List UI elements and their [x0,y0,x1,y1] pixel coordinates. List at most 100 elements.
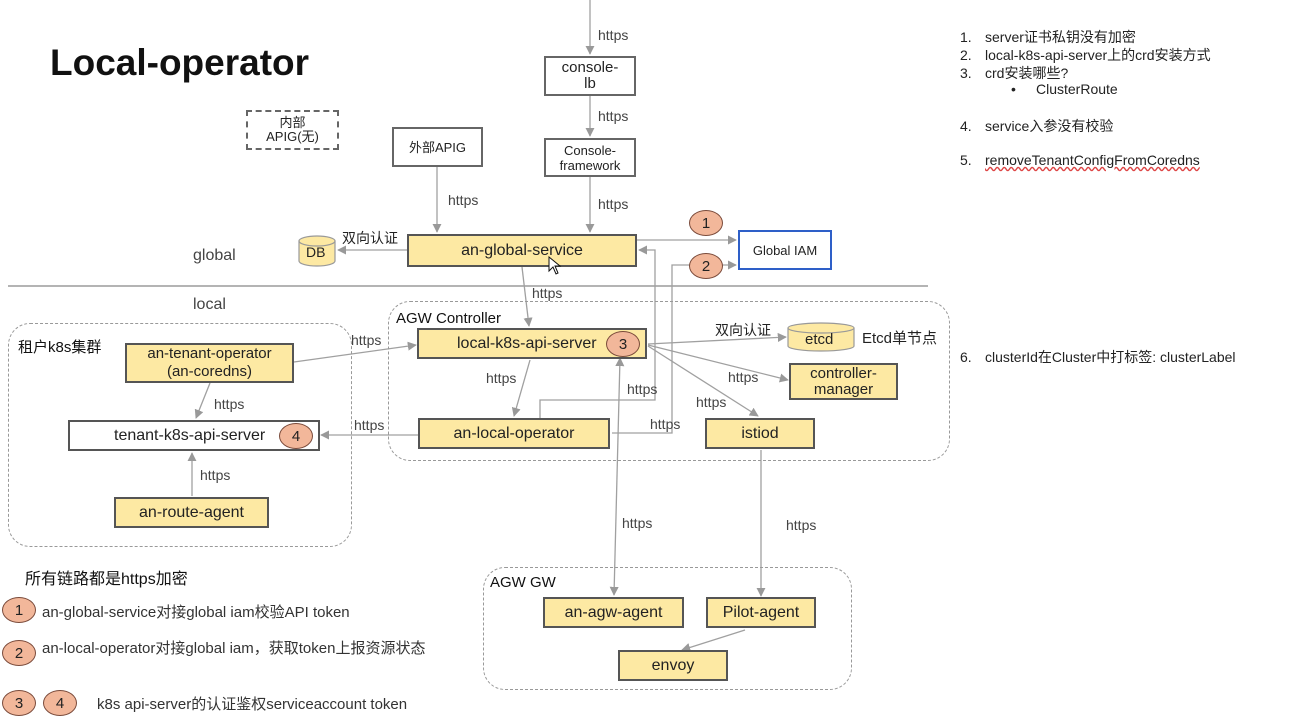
an-global-service-label: an-global-service [461,242,583,259]
global-iam-label: Global IAM [752,242,818,258]
https-label: https [650,416,681,432]
pilot-agent-box: Pilot-agent [706,597,816,628]
console-lb-label: console- lb [561,59,619,92]
note-item: •ClusterRoute [1011,81,1118,97]
https-label: https [622,515,653,531]
edge-global-localapi [521,266,533,327]
https-label: https [351,332,382,348]
note-item: 1. server证书私钥没有加密 [960,27,1136,47]
edge-tenantop-tenantapi [194,382,211,419]
envoy-box: envoy [618,650,728,681]
legend-item-1: an-global-service对接global iam校验API token [42,604,350,621]
note-text: local-k8s-api-server上的crd安装方式 [985,47,1211,63]
etcd-single-node-label: Etcd单节点 [862,330,938,347]
an-local-operator-box: an-local-operator [418,418,610,449]
internal-apig-box: 内部 APIG(无) [246,110,339,150]
edge-pilot-envoy [681,629,746,652]
https-label: https [214,396,245,412]
legend-heading: 所有链路都是https加密 [25,571,188,588]
note-text: server证书私钥没有加密 [985,29,1136,45]
https-label: https [627,381,658,397]
envoy-label: envoy [651,657,695,674]
external-apig-label: 外部APIG [408,139,467,155]
note-item: 4. service入参没有校验 [960,116,1113,136]
tenant-cluster-label: 租户k8s集群 [18,339,102,356]
tenant-k8s-api-server-box: tenant-k8s-api-server [68,420,320,451]
edge-api-etcd [647,332,787,345]
etcd-label: etcd [805,331,834,348]
https-label: https [354,417,385,433]
db-label: DB [306,244,326,260]
badge-1: 1 [689,210,723,236]
page-title: Local-operator [50,42,310,83]
note-item: 2. local-k8s-api-server上的crd安装方式 [960,45,1211,65]
legend-badge-3: 3 [2,690,36,716]
note-number: 5. [960,152,972,168]
mutual-auth-label: 双向认证 [715,322,771,338]
legend-badge-4: 4 [43,690,77,716]
an-route-agent-box: an-route-agent [114,497,269,528]
local-k8s-api-server-label: local-k8s-api-server [457,335,597,352]
an-global-service-box: an-global-service [407,234,637,267]
note-item: 3. crd安装哪些? [960,63,1068,83]
https-label: https [486,370,517,386]
console-lb-box: console- lb [544,56,636,96]
https-label: https [448,192,479,208]
note-bullet-icon: • [1011,81,1016,97]
note-number: 2. [960,47,972,63]
region-local-label: local [193,296,226,313]
note-number: 1. [960,29,972,45]
mutual-auth-label: 双向认证 [342,230,398,246]
note-number: 4. [960,118,972,134]
note-item: 5. removeTenantConfigFromCoredns [960,152,1200,168]
note-text: crd安装哪些? [985,65,1069,81]
an-tenant-operator-label: an-tenant-operator (an-coredns) [147,345,272,380]
https-label: https [532,285,563,301]
etcd-cylinder [787,322,855,352]
an-agw-agent-box: an-agw-agent [543,597,684,628]
istiod-label: istiod [741,425,779,442]
istiod-box: istiod [705,418,815,449]
region-global-label: global [193,247,236,264]
console-framework-box: Console- framework [544,138,636,177]
https-label: https [786,517,817,533]
agw-controller-label: AGW Controller [396,310,502,327]
note-text: clusterId在Cluster中打标签: clusterLabel [985,349,1236,365]
https-label: https [598,196,629,212]
tenant-cluster-group [8,323,352,547]
legend-item-3-4: k8s api-server的认证鉴权serviceaccount token [97,696,408,713]
note-item: 6. clusterId在Cluster中打标签: clusterLabel [960,347,1236,367]
edge-api-istiod [647,345,759,417]
https-label: https [696,394,727,410]
https-label: https [598,108,629,124]
legend-badge-1: 1 [2,597,36,623]
internal-apig-label: 内部 APIG(无) [266,115,319,144]
note-number: 3. [960,65,972,81]
note-number: 6. [960,349,972,365]
edge-tenantop-api [293,341,417,363]
note-text: service入参没有校验 [985,118,1114,134]
controller-manager-box: controller- manager [789,363,898,400]
an-route-agent-label: an-route-agent [139,504,244,521]
db-cylinder [298,235,336,267]
tenant-k8s-api-server-label: tenant-k8s-api-server [114,427,266,444]
pilot-agent-label: Pilot-agent [722,604,800,621]
https-label: https [200,467,231,483]
badge-3: 3 [606,331,640,357]
edge-api-operator [511,359,531,417]
global-iam-box: Global IAM [738,230,832,270]
note-text: removeTenantConfigFromCoredns [985,152,1200,168]
edge-api-agwagent [609,357,625,596]
external-apig-box: 外部APIG [392,127,483,167]
controller-manager-label: controller- manager [810,364,877,398]
an-local-operator-label: an-local-operator [453,425,575,442]
https-label: https [598,27,629,43]
console-framework-label: Console- framework [559,142,621,173]
agw-gw-label: AGW GW [490,574,556,591]
edge-operator-global [539,245,656,418]
legend-badge-2: 2 [2,640,36,666]
https-label: https [728,369,759,385]
badge-4: 4 [279,423,313,449]
an-tenant-operator-box: an-tenant-operator (an-coredns) [125,343,294,383]
